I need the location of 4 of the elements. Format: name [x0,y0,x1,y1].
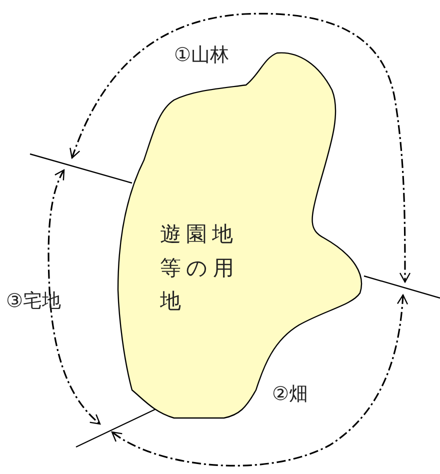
area-label: ②畑 [272,383,308,406]
area-label: 遊園地等の用地 [160,221,240,316]
area-label: ③宅地 [6,290,62,313]
area-label: ①山林 [174,44,230,67]
